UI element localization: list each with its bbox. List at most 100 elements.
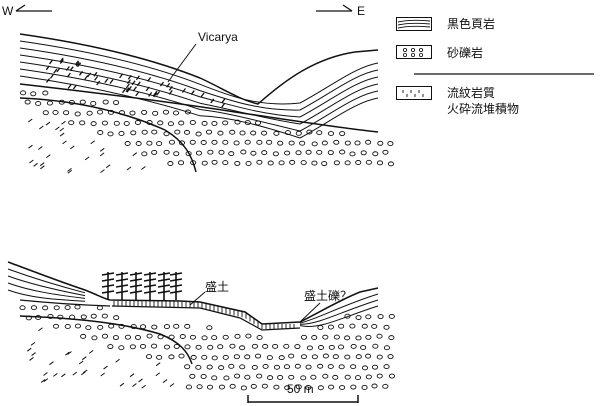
legend-swatch-rhyolitic-pyroclastic — [396, 86, 432, 100]
tree-branch — [101, 290, 115, 294]
pebble — [189, 139, 196, 145]
shell-mark — [109, 79, 114, 84]
pebble — [267, 375, 274, 381]
legend-label-black-shale: 黒色頁岩 — [447, 17, 496, 31]
pebble — [130, 324, 137, 330]
tuff-mark — [105, 164, 111, 169]
tree-branch — [101, 272, 115, 276]
pebble — [162, 109, 170, 115]
pebble — [79, 99, 86, 105]
tuff-mark — [39, 125, 44, 130]
vicarya-leader-line — [167, 43, 197, 83]
tuff-mark — [26, 347, 32, 352]
pebble — [42, 110, 49, 116]
pebble — [244, 139, 251, 145]
tree-branch — [129, 284, 143, 288]
tuff-mark — [27, 118, 33, 123]
pebble — [118, 130, 125, 136]
tuff-mark — [88, 349, 94, 354]
lower-pyroclastic-marks — [26, 327, 175, 389]
pebble — [371, 383, 378, 389]
tuff-mark — [100, 169, 105, 174]
fill-deposit-ticks — [113, 301, 295, 329]
pebble — [311, 160, 318, 166]
pebble — [129, 110, 136, 116]
tree-branch — [143, 278, 157, 282]
pebble — [338, 323, 345, 329]
pebble — [86, 110, 93, 116]
pebble — [365, 353, 372, 359]
tuff-mark — [129, 373, 135, 378]
pebble — [206, 364, 213, 370]
pebble — [311, 335, 318, 340]
pebble — [163, 344, 171, 350]
pebble — [184, 323, 191, 329]
tree-branch — [143, 272, 157, 276]
pebble — [178, 140, 185, 146]
pebble — [234, 119, 241, 125]
shale-line — [299, 305, 379, 327]
tuff-mark — [82, 356, 87, 361]
pebble — [339, 131, 346, 136]
upper-valley-surface — [19, 33, 379, 105]
shell-mark — [168, 86, 173, 91]
pebble — [223, 375, 230, 381]
pebble — [206, 384, 214, 390]
tuff-mark — [33, 162, 38, 167]
pebble — [377, 314, 384, 319]
pebble — [218, 365, 225, 371]
pebble — [344, 313, 351, 319]
pebble — [250, 383, 257, 389]
fill-leader-line — [189, 291, 206, 306]
pebble — [239, 345, 246, 351]
pebble — [245, 161, 252, 166]
lower-conglomerate-top — [19, 299, 111, 307]
shell-mark — [148, 92, 153, 97]
pebble — [79, 120, 86, 126]
tree-branch — [157, 272, 171, 276]
tuff-mark — [155, 362, 161, 367]
tuff-mark — [82, 369, 88, 374]
pebble — [361, 385, 368, 390]
shell-mark — [153, 92, 158, 98]
pebble — [20, 90, 27, 96]
pebble — [68, 99, 75, 105]
shell-mark — [127, 86, 132, 91]
pebble — [283, 364, 290, 370]
pebble — [189, 119, 196, 125]
pebble — [376, 373, 383, 379]
pebble — [245, 333, 252, 339]
pebble — [217, 130, 224, 136]
pebble — [360, 150, 367, 156]
pebble — [306, 129, 313, 135]
tree-branch — [115, 284, 129, 288]
tuff-mark — [103, 365, 108, 370]
pebble — [327, 150, 334, 155]
pebble — [233, 140, 240, 146]
shell-mark — [200, 92, 205, 98]
pebble — [288, 374, 295, 380]
east-arrow-icon — [316, 4, 353, 12]
pebble — [327, 131, 335, 136]
pebble — [382, 383, 389, 389]
pebble — [68, 120, 75, 126]
pebble — [101, 313, 108, 319]
tuff-mark — [162, 379, 168, 383]
pebble — [42, 305, 49, 311]
shell-mark — [66, 72, 71, 78]
pebble — [30, 305, 38, 311]
pebble — [157, 120, 164, 126]
shell-mark — [77, 62, 82, 68]
tree-branch — [143, 284, 157, 288]
pebble — [372, 151, 379, 157]
pebble — [195, 150, 202, 156]
pebble — [349, 151, 356, 157]
pebble — [80, 333, 87, 339]
pebble — [261, 150, 268, 156]
pebble — [118, 345, 125, 351]
pebble — [178, 120, 185, 126]
pebble — [317, 385, 324, 391]
pebble — [365, 334, 372, 340]
shell-mark — [104, 78, 109, 84]
pebble — [74, 304, 81, 310]
